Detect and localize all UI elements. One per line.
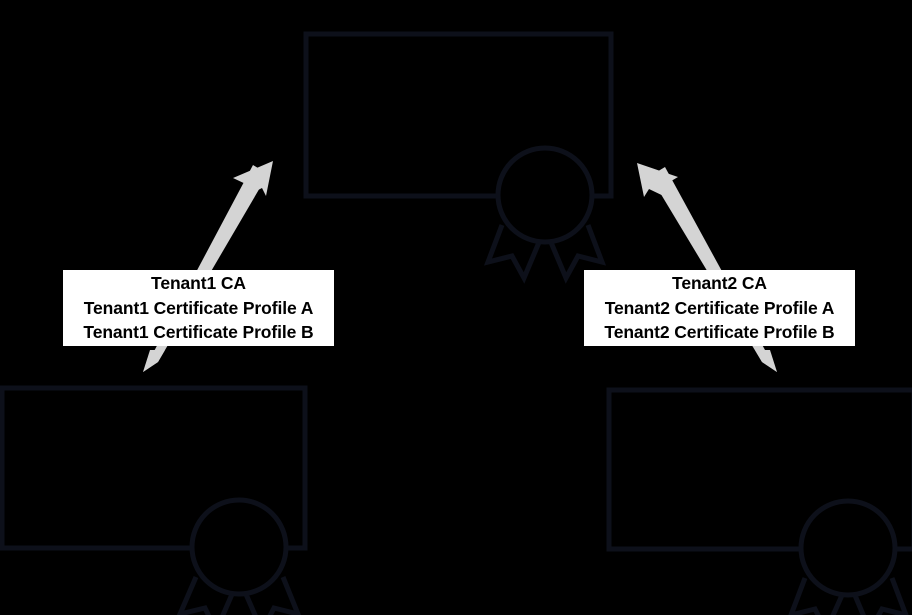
certificate-seal-circle — [495, 145, 595, 245]
certificate-body-rect — [303, 31, 614, 199]
certificate-body-rect — [0, 385, 308, 551]
tenant2-label-line-3: Tenant2 Certificate Profile B — [604, 322, 835, 343]
tenant2-arrow-tail-nub — [755, 350, 777, 372]
tenant1-label-box[interactable]: Tenant1 CA Tenant1 Certificate Profile A… — [63, 270, 334, 346]
top-certificate-icon — [300, 30, 620, 284]
certificate-seal-circle — [189, 497, 289, 597]
bottom-left-certificate-icon — [0, 384, 320, 615]
tenant2-label-line-1: Tenant2 CA — [672, 272, 767, 293]
tenant1-label-line-2: Tenant1 Certificate Profile A — [83, 297, 314, 318]
certificate-seal-ribbon — [176, 576, 302, 615]
tenant1-arrow-tail-nub — [143, 350, 165, 372]
tenant2-label-line-2: Tenant2 Certificate Profile A — [604, 297, 835, 318]
certificate-seal-ribbon — [483, 224, 607, 284]
bottom-right-certificate-icon — [597, 382, 912, 615]
tenant1-label-line-3: Tenant1 Certificate Profile B — [83, 322, 314, 343]
certificate-body-rect — [606, 387, 912, 552]
certificate-seal-circle — [798, 498, 898, 598]
certificate-seal-ribbon — [788, 577, 909, 615]
tenant2-label-box[interactable]: Tenant2 CA Tenant2 Certificate Profile A… — [584, 270, 855, 346]
tenant1-label-line-1: Tenant1 CA — [151, 272, 246, 293]
